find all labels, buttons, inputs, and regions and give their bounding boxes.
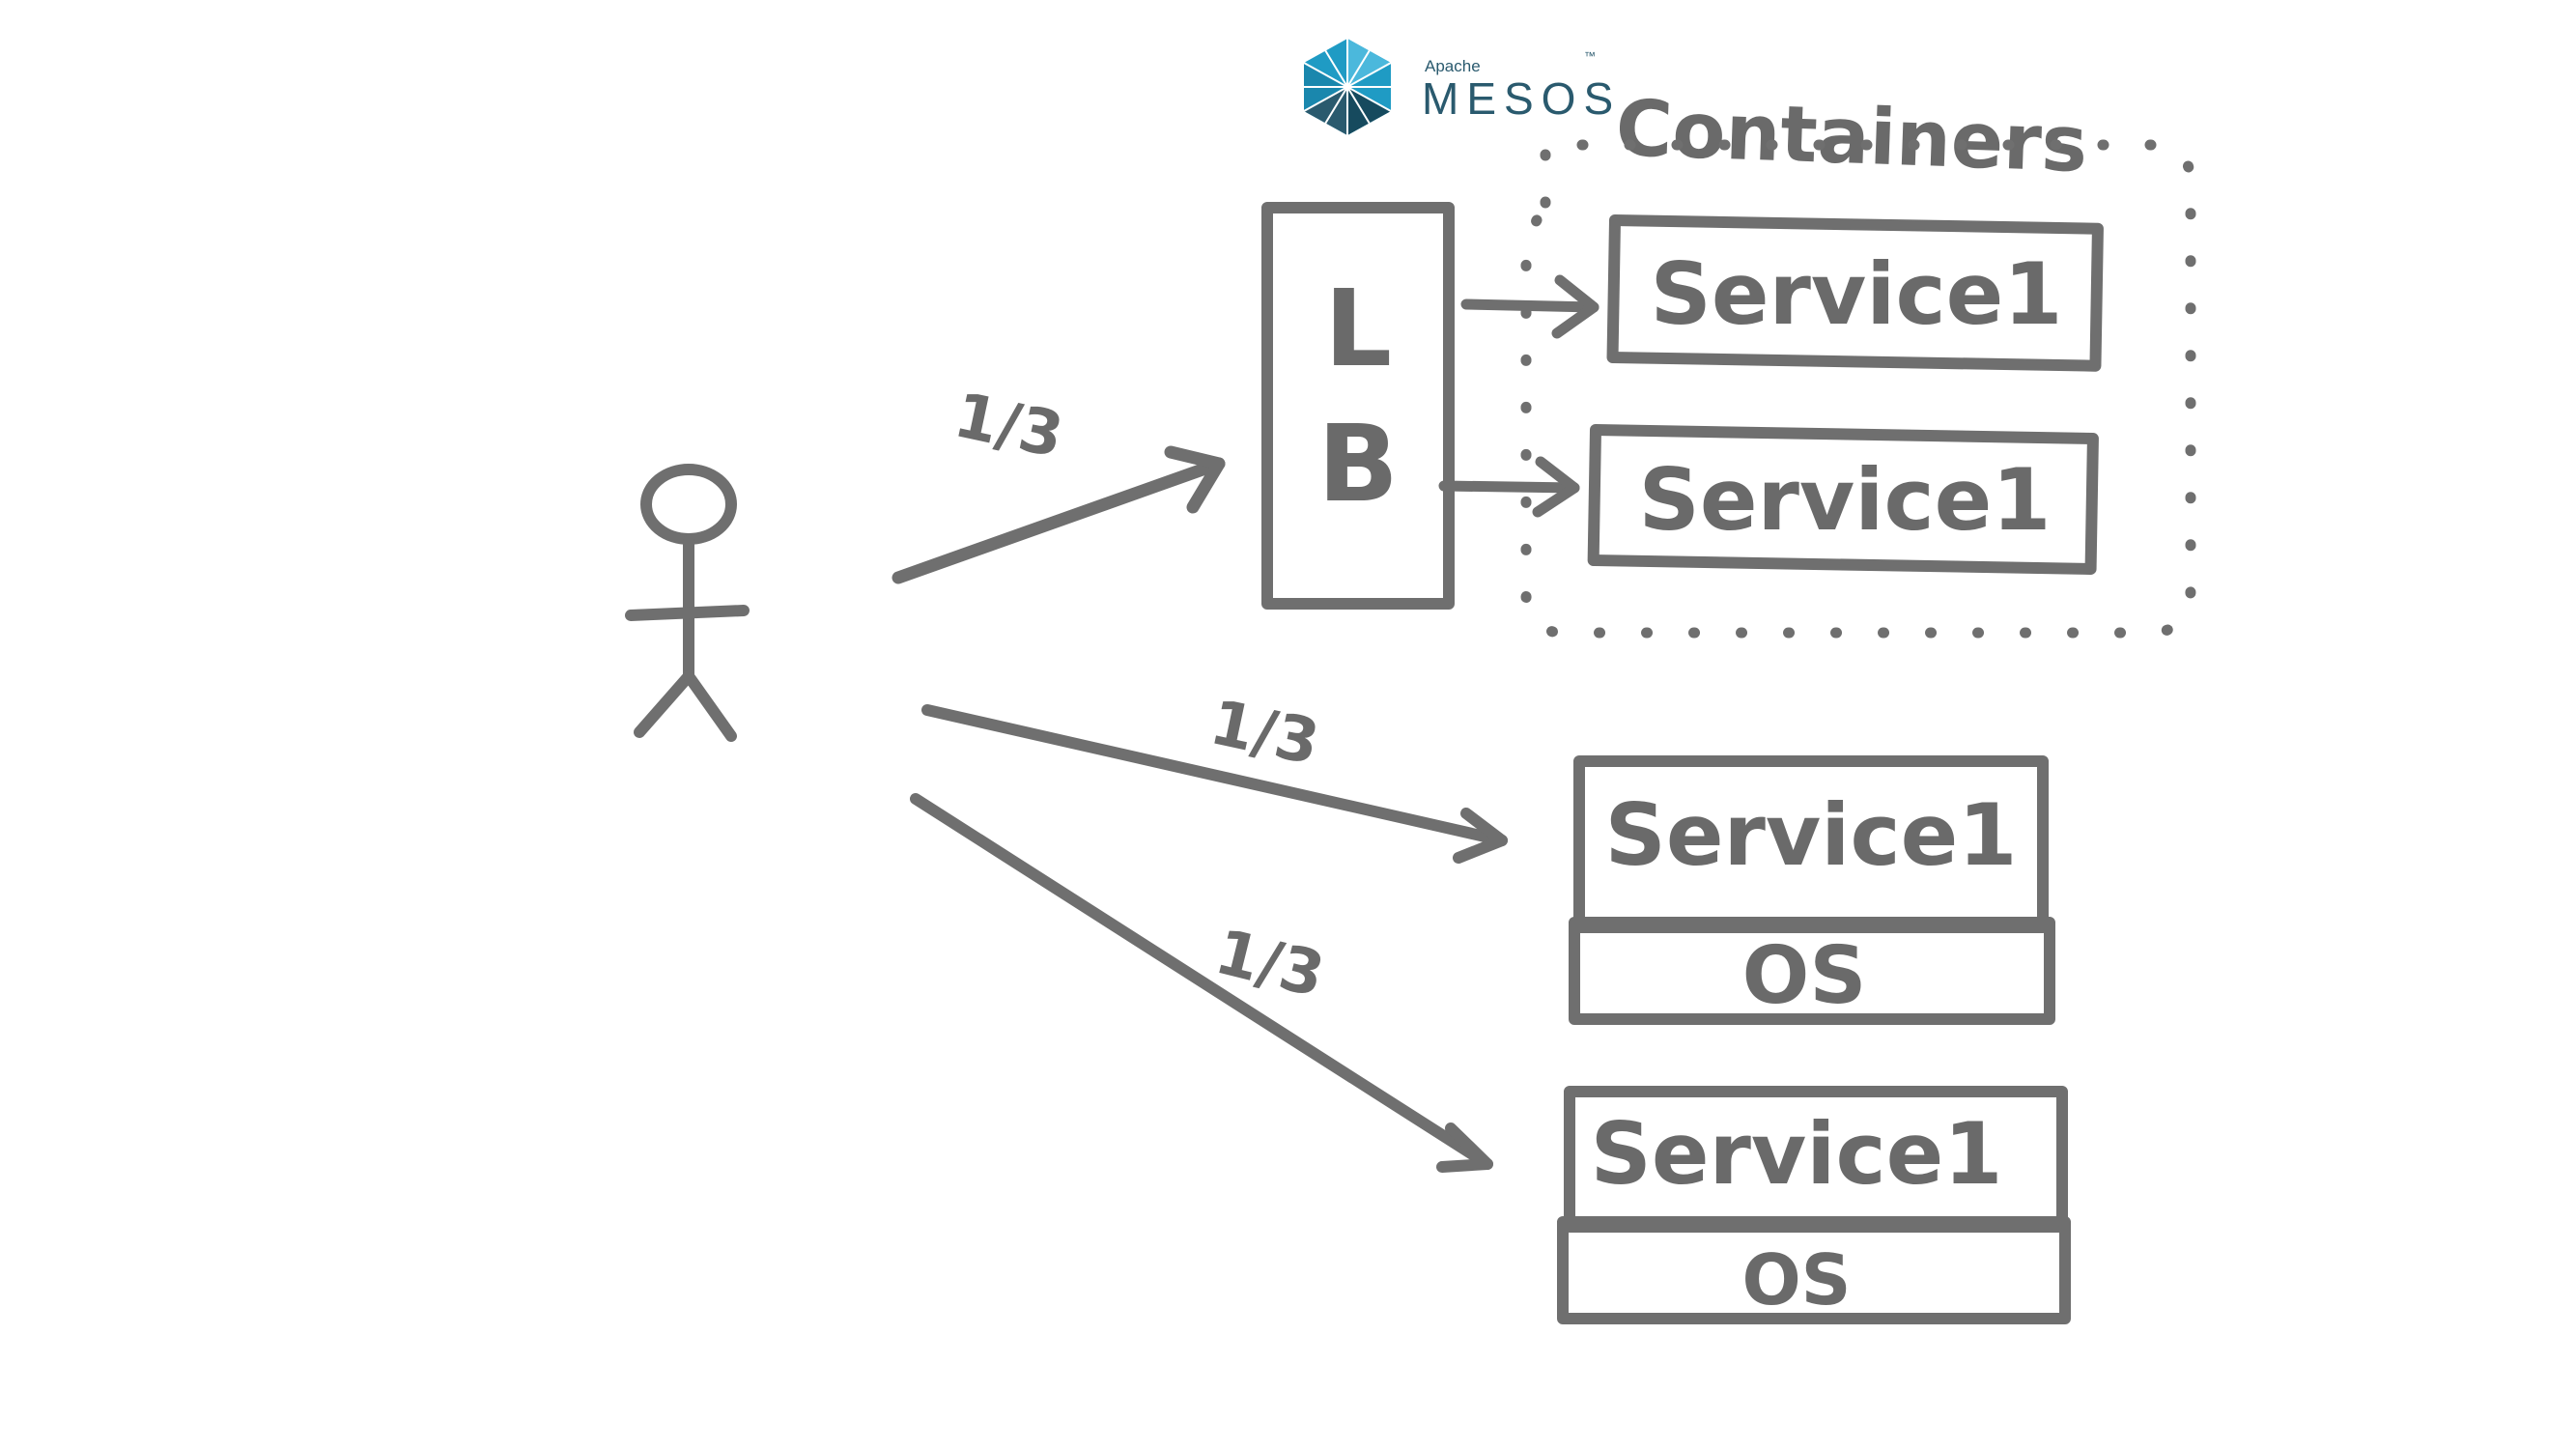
user-arms	[625, 605, 750, 621]
load-balancer: L B	[1261, 202, 1455, 610]
arrow-lb-to-container2	[1438, 456, 1580, 518]
user-left-leg	[634, 670, 694, 738]
vm-os-label: OS	[1741, 1239, 1851, 1321]
arrow-user-to-vm2	[910, 793, 1493, 1173]
container-service-box	[1606, 213, 2104, 372]
logo-trademark: ™	[1584, 49, 1596, 63]
logo-mesos-text: MESOS	[1422, 73, 1621, 124]
vm-os-box	[1569, 917, 2055, 1025]
arrow-user-to-lb	[892, 445, 1226, 584]
vm-os-box	[1557, 1216, 2071, 1324]
arrow-user-to-vm1	[921, 704, 1508, 864]
containers-label: Containers	[1614, 83, 2089, 189]
load-balancer-letter-l: L	[1324, 267, 1392, 390]
container-service-label: Service1	[1650, 244, 2062, 344]
user-right-leg	[683, 670, 737, 742]
vm-service-label: Service1	[1604, 785, 2017, 885]
vm-stack-1: Service1 OS	[1569, 755, 2055, 1025]
load-balancer-letter-b: B	[1317, 402, 1399, 526]
user-stick-figure	[625, 464, 750, 742]
arrow-lb-to-container1	[1460, 274, 1599, 339]
logo-apache-text: Apache	[1425, 57, 1481, 75]
fraction-lb-route: 1/3	[948, 380, 1069, 472]
mesos-logo: Apache ™ MESOS	[1303, 39, 1621, 135]
fraction-vm-route-1: 1/3	[1204, 687, 1325, 780]
container-service-2: Service1	[1587, 424, 2099, 575]
vm-stack-2: Service1 OS	[1557, 1086, 2071, 1324]
vm-os-label: OS	[1742, 930, 1867, 1022]
vm-service-label: Service1	[1590, 1104, 2002, 1204]
container-service-1: Service1	[1606, 213, 2104, 372]
load-balancer-box	[1261, 202, 1455, 610]
container-service-box	[1587, 424, 2099, 575]
user-head	[640, 464, 737, 545]
container-service-label: Service1	[1638, 450, 2051, 550]
mesos-hexagon-icon	[1303, 39, 1392, 135]
